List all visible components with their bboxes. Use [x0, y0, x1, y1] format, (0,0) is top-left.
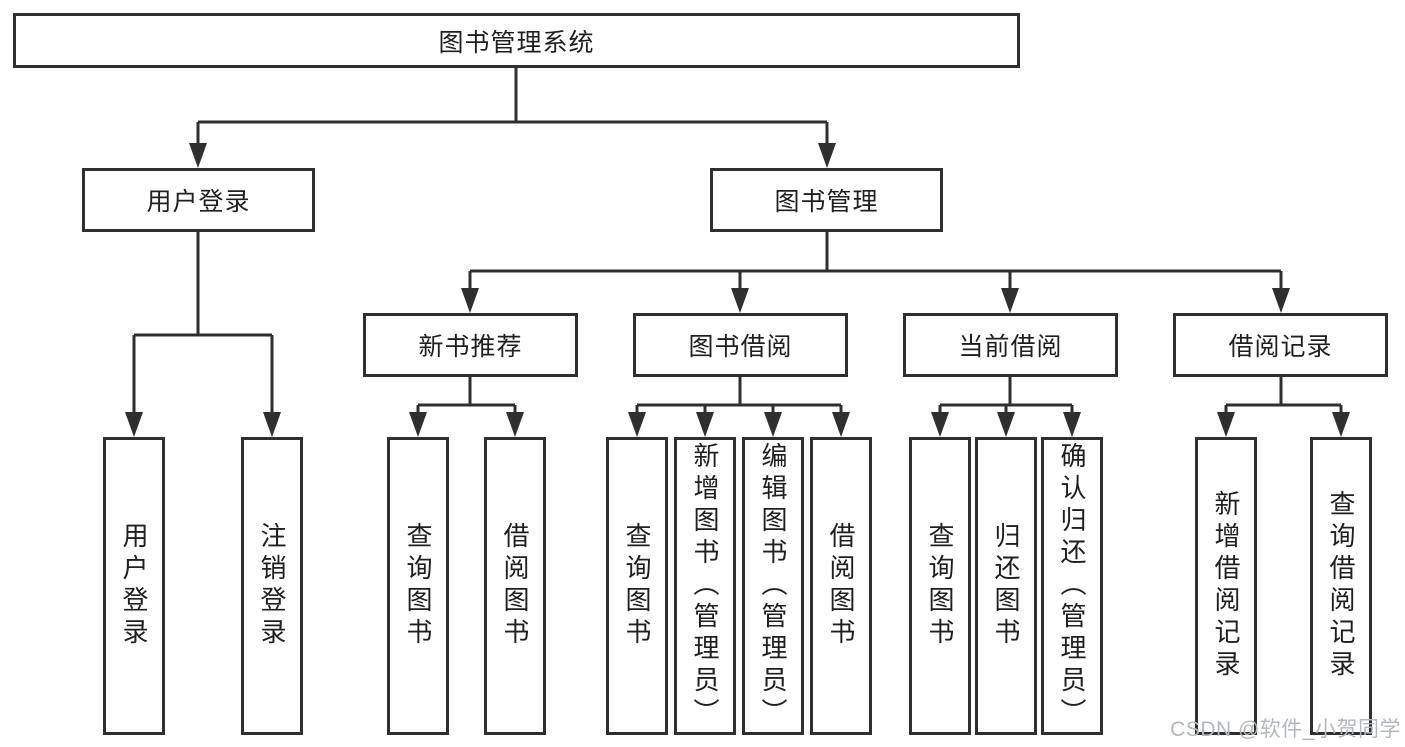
leaf-label: 新增借阅记录 [1211, 490, 1241, 682]
leaf-label: 归还图书 [991, 522, 1021, 650]
node-label: 用户登录 [146, 188, 251, 216]
leaf-label: 用户登录 [119, 522, 149, 650]
leaf-edit-book-admin: 编辑图书（管理员） [742, 437, 804, 735]
node-label: 图书管理 [774, 188, 879, 216]
node-label: 图书管理系统 [438, 28, 595, 57]
leaf-query-book-recommend: 查询图书 [387, 437, 449, 735]
leaf-label: 查询图书 [925, 522, 955, 650]
leaf-borrow-book: 借阅图书 [810, 437, 872, 735]
node-book-management: 图书管理 [710, 168, 943, 232]
node-label: 当前借阅 [958, 333, 1063, 361]
leaf-label: 借阅图书 [826, 522, 856, 650]
leaf-add-book-admin: 新增图书（管理员） [674, 437, 736, 735]
node-book-borrow: 图书借阅 [633, 313, 848, 377]
csdn-watermark: CSDN @软件_小贺同学 [1170, 718, 1401, 741]
leaf-label: 查询借阅记录 [1326, 490, 1356, 682]
leaf-confirm-return-admin: 确认归还（管理员） [1041, 437, 1103, 735]
leaf-query-book-borrow: 查询图书 [606, 437, 668, 735]
node-current-borrow: 当前借阅 [903, 313, 1118, 377]
node-label: 借阅记录 [1228, 333, 1333, 361]
leaf-label: 查询图书 [403, 522, 433, 650]
leaf-query-book-current: 查询图书 [909, 437, 971, 735]
leaf-borrow-book-recommend: 借阅图书 [484, 437, 546, 735]
arrowheads [125, 143, 1350, 437]
leaf-label: 查询图书 [622, 522, 652, 650]
node-label: 图书借阅 [688, 333, 793, 361]
leaf-query-borrow-record: 查询借阅记录 [1310, 437, 1372, 735]
leaf-user-login: 用户登录 [103, 437, 165, 735]
leaf-label: 编辑图书（管理员） [758, 442, 788, 730]
leaf-label: 注销登录 [257, 522, 287, 650]
node-label: 新书推荐 [418, 333, 523, 361]
node-borrow-records: 借阅记录 [1173, 313, 1388, 377]
leaf-label: 借阅图书 [500, 522, 530, 650]
node-library-management-system: 图书管理系统 [13, 13, 1020, 68]
leaf-add-borrow-record: 新增借阅记录 [1195, 437, 1257, 735]
leaf-label: 新增图书（管理员） [690, 442, 720, 730]
node-user-login: 用户登录 [82, 168, 315, 232]
leaf-label: 确认归还（管理员） [1057, 442, 1087, 730]
node-new-book-recommend: 新书推荐 [363, 313, 578, 377]
leaf-return-book: 归还图书 [975, 437, 1037, 735]
leaf-logout: 注销登录 [241, 437, 303, 735]
